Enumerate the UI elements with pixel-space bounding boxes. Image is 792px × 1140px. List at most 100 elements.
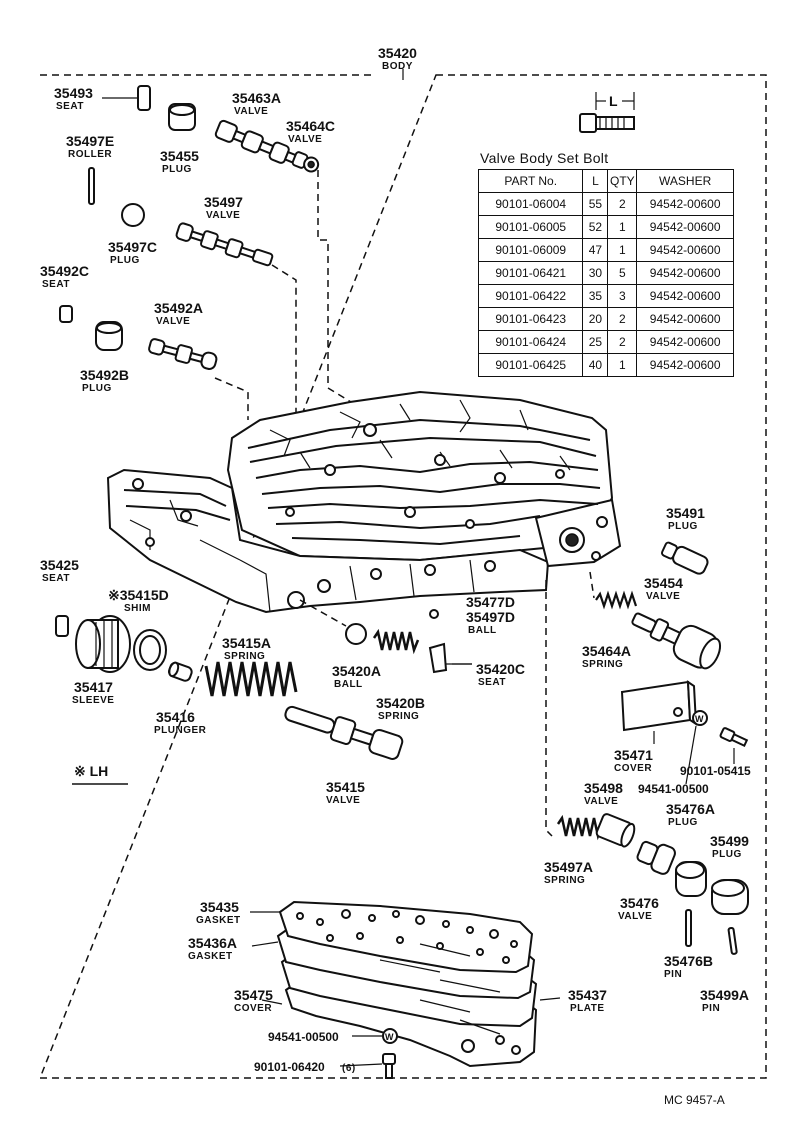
col-header-washer: WASHER xyxy=(636,169,734,193)
label-35493-name: SEAT xyxy=(56,101,84,112)
cell-qty: 2 xyxy=(607,330,638,354)
label-35420a-name: BALL xyxy=(334,679,363,690)
label-90101-06420-qty: (6) xyxy=(342,1063,356,1074)
label-35435-name: GASKET xyxy=(196,915,241,926)
label-35415d-pn: ※35415D xyxy=(108,587,169,603)
cell-length: 25 xyxy=(582,330,609,354)
label-35493-pn: 35493 xyxy=(54,85,93,101)
label-35436a-name: GASKET xyxy=(188,951,233,962)
label-35420b-name: SPRING xyxy=(378,711,419,722)
label-35492a-name: VALVE xyxy=(156,316,190,327)
valve-35497-part xyxy=(175,222,274,267)
col-header-part-no: PART No. xyxy=(477,169,584,193)
table-row: 90101-06009 47 1 94542-00600 xyxy=(477,238,734,262)
cell-length: 47 xyxy=(582,238,609,262)
label-90101-06420-pn: 90101-06420 xyxy=(254,1060,325,1074)
washer-94541-00500-part: W xyxy=(685,710,708,785)
valve-35454-part xyxy=(631,612,722,670)
label-35499-pn: 35499 xyxy=(710,833,749,849)
valve-35464c-part xyxy=(291,151,320,173)
label-35436a-pn: 35436A xyxy=(188,935,237,951)
label-35420c-name: SEAT xyxy=(478,677,506,688)
cell-qty: 1 xyxy=(607,353,638,377)
label-35491-name: PLUG xyxy=(668,521,698,532)
plug-35499-part xyxy=(711,879,749,915)
label-35492a-pn: 35492A xyxy=(154,300,203,316)
label-35492c-name: SEAT xyxy=(42,279,70,290)
cover-35471-part xyxy=(620,680,698,744)
label-35415-pn: 35415 xyxy=(326,779,365,795)
label-35476b-name: PIN xyxy=(664,969,682,980)
shim-35415d-part xyxy=(133,629,167,671)
valve-35415-part xyxy=(284,705,404,760)
cell-length: 30 xyxy=(582,261,609,285)
label-35417-name: SLEEVE xyxy=(72,695,114,706)
label-35492b-name: PLUG xyxy=(82,383,112,394)
cell-part-no: 90101-06424 xyxy=(477,330,584,354)
label-35464a-name: SPRING xyxy=(582,659,623,670)
cell-part-no: 90101-06423 xyxy=(477,307,584,331)
seat-35493-part xyxy=(102,85,151,111)
label-35498-name: VALVE xyxy=(584,796,618,807)
valve-35492a-part xyxy=(148,338,218,370)
label-35477d-pn: 35477D xyxy=(466,594,515,610)
plug-35476a-part xyxy=(675,861,707,897)
cell-part-no: 90101-06425 xyxy=(477,353,584,377)
label-35420c-pn: 35420C xyxy=(476,661,525,677)
bolt-table-header-row: PART No. L QTY WASHER xyxy=(477,169,734,193)
label-35497a-pn: 35497A xyxy=(544,859,593,875)
label-35425-name: SEAT xyxy=(42,573,70,584)
plunger-35416-part xyxy=(168,661,193,682)
label-35475-pn: 35475 xyxy=(234,987,273,1003)
plug-35492b-part xyxy=(95,321,123,351)
label-lh-note: ※ LH xyxy=(74,763,108,779)
label-35416-pn: 35416 xyxy=(156,709,195,725)
seat-35420c-part xyxy=(428,642,472,674)
label-35464c-name: VALVE xyxy=(288,134,322,145)
cell-length: 52 xyxy=(582,215,609,239)
label-90101-05415-pn: 90101-05415 xyxy=(680,764,751,778)
label-35475-name: COVER xyxy=(234,1003,272,1014)
label-35497e-name: ROLLER xyxy=(68,149,112,160)
spring-35420b-part xyxy=(372,628,420,655)
table-row: 90101-06005 52 1 94542-00600 xyxy=(477,215,734,239)
label-35415a-pn: 35415A xyxy=(222,635,271,651)
table-row: 90101-06421 30 5 94542-00600 xyxy=(477,261,734,285)
label-35455-name: PLUG xyxy=(162,164,192,175)
valve-body-casting xyxy=(106,390,622,614)
roller-35497e-part xyxy=(88,167,95,205)
label-35437-pn: 35437 xyxy=(568,987,607,1003)
cell-washer: 94542-00600 xyxy=(636,307,734,331)
cell-washer: 94542-00600 xyxy=(636,192,734,216)
label-35415a-name: SPRING xyxy=(224,651,265,662)
cell-part-no: 90101-06009 xyxy=(477,238,584,262)
label-35425-pn: 35425 xyxy=(40,557,79,573)
cell-part-no: 90101-06005 xyxy=(477,215,584,239)
table-row: 90101-06423 20 2 94542-00600 xyxy=(477,307,734,331)
table-row: 90101-06424 25 2 94542-00600 xyxy=(477,330,734,354)
cell-qty: 5 xyxy=(607,261,638,285)
label-35497c-name: PLUG xyxy=(110,255,140,266)
label-35471-pn: 35471 xyxy=(614,747,653,763)
cell-qty: 1 xyxy=(607,238,638,262)
label-35454-name: VALVE xyxy=(646,591,680,602)
label-35415d-name: SHIM xyxy=(124,603,151,614)
label-35420-name: BODY xyxy=(382,61,413,72)
body-assembly-frame xyxy=(38,74,767,1079)
label-35464a-pn: 35464A xyxy=(582,643,631,659)
label-35492c-pn: 35492C xyxy=(40,263,89,279)
cell-part-no: 90101-06422 xyxy=(477,284,584,308)
pin-35476b-part xyxy=(685,909,692,947)
cell-part-no: 90101-06004 xyxy=(477,192,584,216)
bolt-table-panel: Valve Body Set Bolt PART No. L QTY WASHE… xyxy=(477,150,736,377)
cell-length: 40 xyxy=(582,353,609,377)
col-header-length: L xyxy=(582,169,609,193)
cell-washer: 94542-00600 xyxy=(636,353,734,377)
cell-length: 35 xyxy=(582,284,609,308)
label-35497d-name: BALL xyxy=(468,625,497,636)
spring-35464a-part xyxy=(595,590,638,610)
label-35497c-pn: 35497C xyxy=(108,239,157,255)
cell-washer: 94542-00600 xyxy=(636,261,734,285)
label-35476-name: VALVE xyxy=(618,911,652,922)
